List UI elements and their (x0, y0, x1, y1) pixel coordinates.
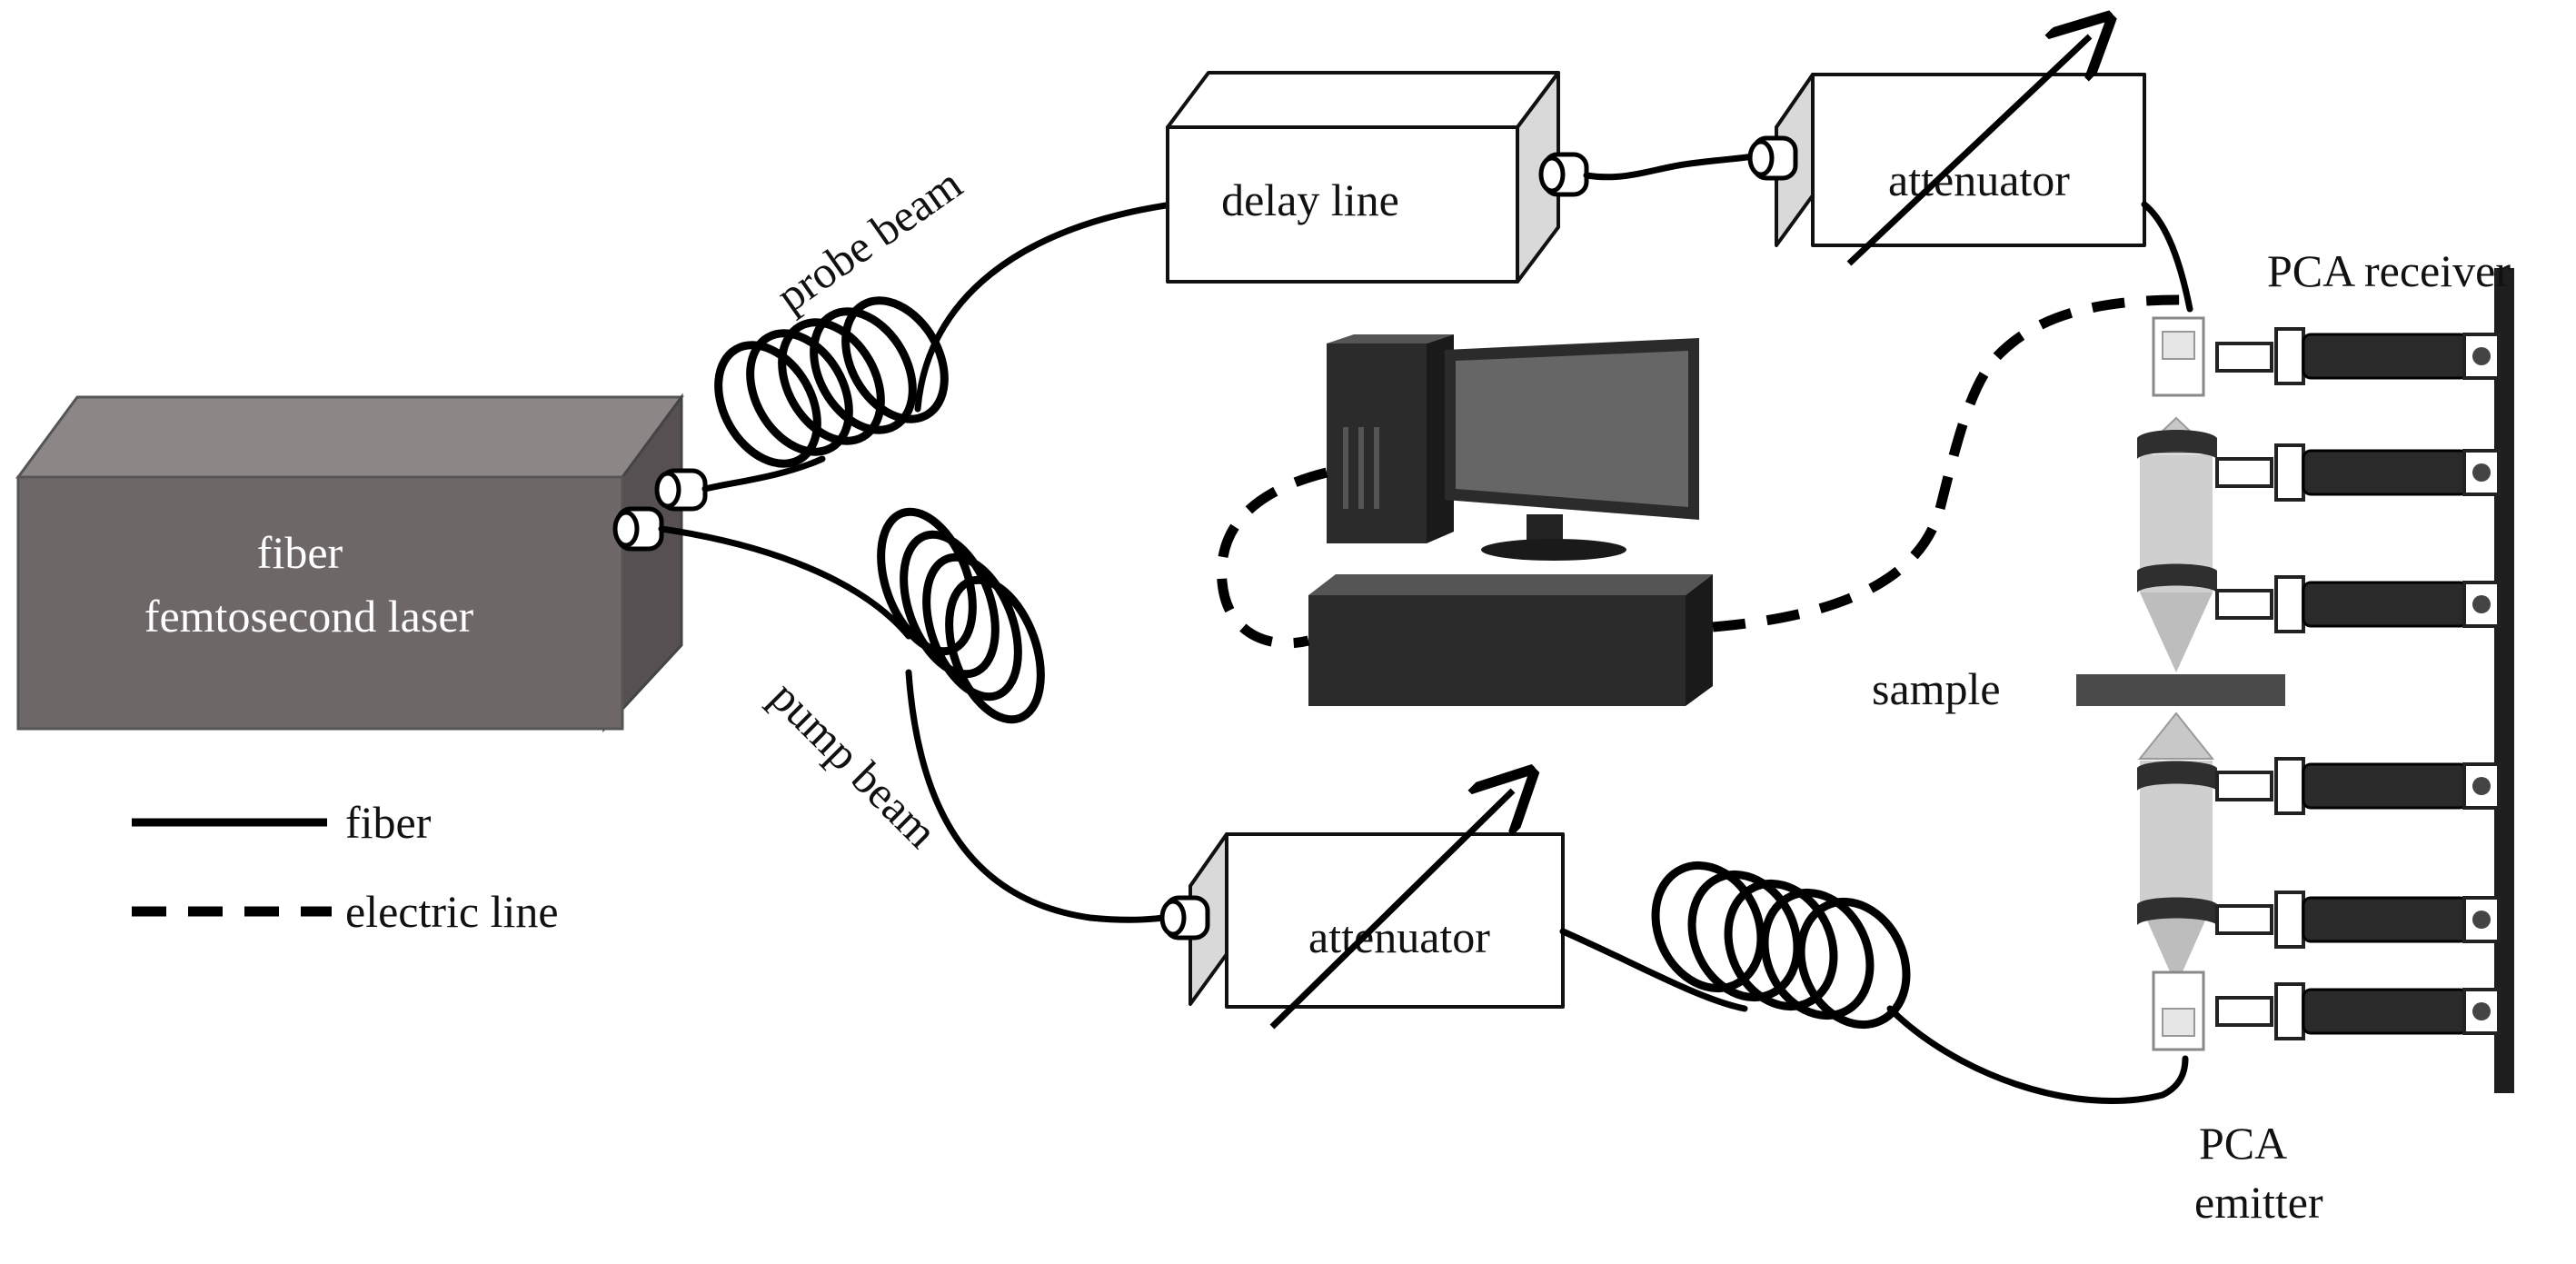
attenuator-top-connector (1747, 135, 1798, 181)
pump-beam-label: pump beam (761, 671, 948, 858)
sample-label: sample (1872, 663, 2001, 714)
delay-line-connector (1538, 152, 1589, 197)
post-holder-1 (2215, 327, 2501, 385)
pca-emitter-label-line2: emitter (2194, 1177, 2323, 1228)
legend: fiber electric line (132, 797, 559, 937)
emitter-fiber (1559, 861, 2189, 1104)
attenuator-bottom-connector (1159, 895, 1210, 941)
post-holder-4 (2215, 757, 2501, 815)
attenuator-top-arrow (1846, 36, 2090, 266)
laser-label-line2: femtosecond laser (144, 591, 474, 642)
lens-holder-rings (2137, 430, 2217, 925)
post-holder-2 (2215, 443, 2501, 502)
legend-electric-line-label: electric line (345, 886, 559, 937)
laser-connector-probe (654, 468, 708, 512)
upper-lens-assembly (2137, 416, 2215, 672)
optical-rail (2494, 268, 2514, 1093)
sample-slab (2076, 674, 2285, 706)
legend-fiber-label: fiber (345, 797, 432, 848)
attenuator-bottom: attenuator (1189, 832, 1565, 1009)
attenuator-bottom-arrow (1269, 791, 1513, 1030)
probe-beam-label: probe beam (767, 158, 970, 323)
pump-fiber (658, 507, 1167, 923)
laser-connector-pump (612, 506, 664, 552)
fiber-femtosecond-laser: fiber femtosecond laser (15, 393, 684, 733)
pca-emitter-label-line1: PCA (2199, 1118, 2287, 1169)
delay-line-label: delay line (1221, 174, 1399, 225)
pca-receiver-device (2152, 316, 2205, 397)
attenuator-bottom-label: attenuator (1308, 911, 1490, 962)
post-holder-6 (2215, 982, 2501, 1040)
probe-fiber (701, 201, 1176, 493)
attenuator-to-receiver-fiber (2141, 201, 2193, 313)
post-holder-3 (2215, 575, 2501, 633)
laser-label-line1: fiber (257, 527, 343, 578)
computer (1308, 334, 1713, 706)
lower-lens-assembly (2137, 712, 2215, 986)
electric-lines (1217, 294, 2182, 649)
pca-emitter-device (2152, 970, 2205, 1051)
post-holder-5 (2215, 891, 2501, 949)
delay-line: delay line (1166, 71, 1560, 284)
pca-receiver-label: PCA receiver (2267, 245, 2511, 296)
post-holders (2215, 327, 2501, 1040)
delay-to-attenuator-fiber (1583, 153, 1757, 181)
